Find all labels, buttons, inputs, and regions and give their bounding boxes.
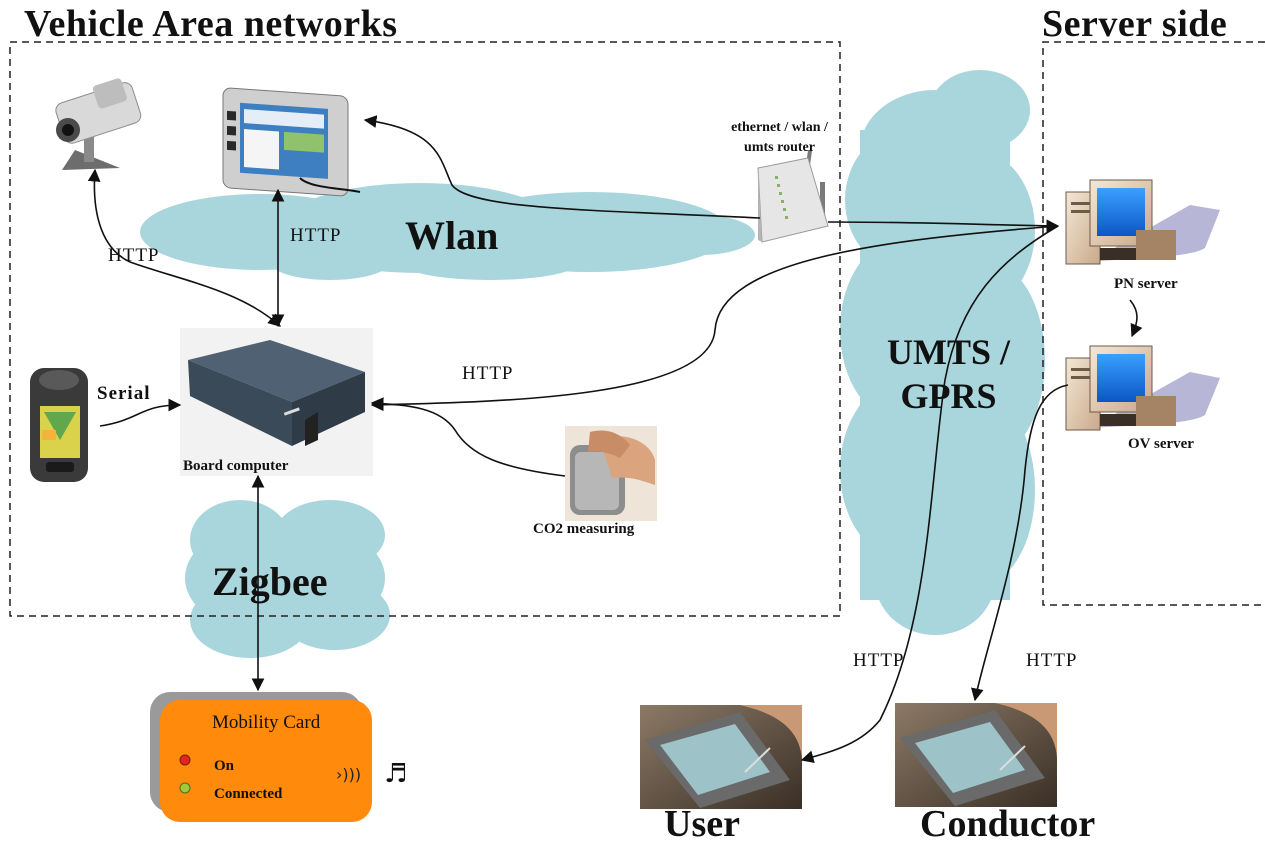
wireless-icon: ›))) xyxy=(336,765,361,784)
router-label: ethernet / wlan / umts router xyxy=(712,118,847,158)
arrow-pnserver-to-user xyxy=(800,225,1059,763)
mobility-card-connected: Connected xyxy=(214,786,283,802)
umts-line-1: UMTS / xyxy=(887,332,1011,372)
arrow-router-to-tablet xyxy=(363,115,761,219)
pn-server-label: PN server xyxy=(1114,276,1178,292)
arrow-ovserver-to-conductor xyxy=(970,384,1069,702)
ov-server-label: OV server xyxy=(1128,436,1194,452)
serial-label: Serial xyxy=(97,383,151,404)
arrow-board-to-camera xyxy=(87,168,281,327)
conductor-pda-icon xyxy=(895,703,1057,807)
user-caption: User xyxy=(664,803,740,844)
pn-server-icon xyxy=(1065,179,1220,265)
touchscreen-tablet-icon xyxy=(222,87,361,197)
http-camera-label: HTTP xyxy=(108,245,160,266)
arrow-gps-to-board xyxy=(99,398,182,427)
mobility-card-title: Mobility Card xyxy=(212,712,321,733)
led-green xyxy=(179,782,191,794)
board-computer-label: Board computer xyxy=(183,458,289,474)
router-label-line-2: umts router xyxy=(744,140,815,155)
arrow-router-to-pnserver xyxy=(827,219,1060,233)
conductor-caption: Conductor xyxy=(920,803,1096,844)
gps-device-icon xyxy=(30,368,88,482)
zigbee-cloud xyxy=(185,500,390,658)
arrow-pnserver-to-board xyxy=(370,225,1059,412)
umts-label: UMTS / GPRS xyxy=(887,330,1010,418)
http-conductor-label: HTTP xyxy=(1026,650,1078,671)
router-icon xyxy=(757,149,829,243)
ip-camera-icon xyxy=(55,78,142,170)
umts-cloud xyxy=(840,70,1045,635)
umts-line-2: GPRS xyxy=(900,376,997,416)
arrow-pnserver-to-ovserver xyxy=(1129,299,1143,338)
wlan-label: Wlan xyxy=(405,213,499,258)
http-board-label: HTTP xyxy=(462,363,514,384)
http-user-label: HTTP xyxy=(853,650,905,671)
led-red xyxy=(179,754,191,766)
router-label-line-1: ethernet / wlan / xyxy=(731,120,828,135)
music-note-icon: ♬ xyxy=(384,759,407,789)
co2-sensor-icon xyxy=(565,426,657,521)
co2-label: CO2 measuring xyxy=(533,521,635,537)
vehicle-area-title: Vehicle Area networks xyxy=(24,3,398,45)
mobility-card: ›))) xyxy=(150,692,372,822)
user-pda-icon xyxy=(640,705,802,809)
http-tablet-label: HTTP xyxy=(290,225,342,246)
ov-server-icon xyxy=(1065,345,1220,431)
arrow-co2-to-board xyxy=(370,397,566,477)
vehicle-area-box xyxy=(9,41,841,617)
mobility-card-on: On xyxy=(214,758,235,774)
server-side-box xyxy=(1042,41,1265,606)
server-side-title: Server side xyxy=(1042,3,1228,45)
zigbee-label: Zigbee xyxy=(212,559,328,604)
board-computer-icon xyxy=(180,328,373,476)
